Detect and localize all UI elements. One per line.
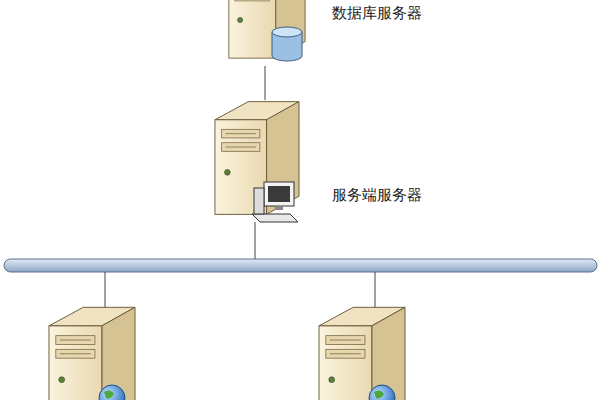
connector-line [265,66,266,100]
database-cylinder [272,27,302,61]
computer-icon [252,182,298,222]
server-label: 数据库服务器 [330,4,424,23]
server-node: 服务端服务器 [212,100,424,224]
server-node: 数据库服务器 [226,0,424,66]
network-bus [4,259,597,272]
globe-icon [99,385,395,400]
server-label: 服务端服务器 [330,186,424,205]
